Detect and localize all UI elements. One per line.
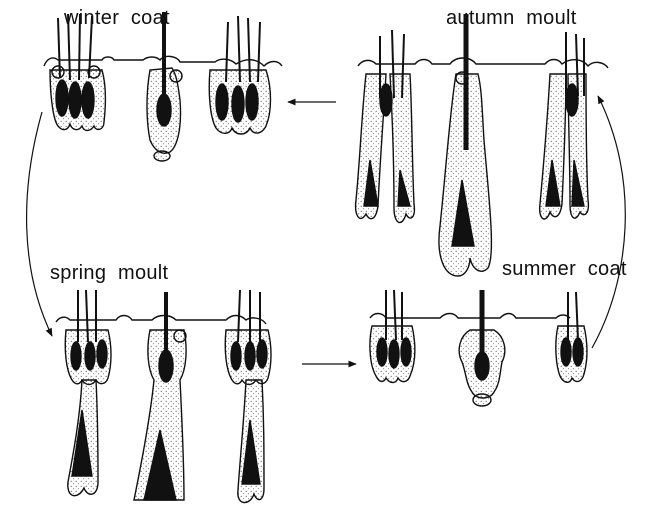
follicle-cluster-right	[556, 292, 587, 382]
follicle-main-autumn	[439, 14, 491, 276]
cycle-arrows	[27, 96, 626, 364]
follicle-cluster-left	[356, 30, 415, 223]
skin-surface	[370, 314, 570, 319]
label-spring-moult: spring moult	[50, 263, 168, 283]
follicle-cluster-right	[209, 16, 270, 134]
panel-winter-coat	[44, 12, 282, 161]
follicle-main-spring	[134, 292, 186, 500]
skin-surface	[358, 58, 608, 68]
follicle-cluster-left	[50, 14, 105, 131]
label-summer-coat: summer coat	[502, 259, 627, 279]
follicle-cluster-left	[370, 290, 415, 383]
arrow-summer-to-autumn	[592, 96, 625, 348]
arrow-winter-to-spring	[27, 112, 52, 336]
follicle-main-winter	[147, 12, 182, 161]
panel-summer-coat	[370, 290, 587, 406]
label-winter-coat: winter coat	[64, 8, 170, 28]
follicle-cluster-left	[65, 290, 111, 496]
panel-spring-moult	[56, 290, 271, 503]
follicle-main-summer	[459, 290, 505, 406]
panel-autumn-moult	[356, 14, 608, 276]
label-autumn-moult: autumn moult	[446, 8, 577, 28]
follicle-cluster-right	[540, 32, 589, 219]
